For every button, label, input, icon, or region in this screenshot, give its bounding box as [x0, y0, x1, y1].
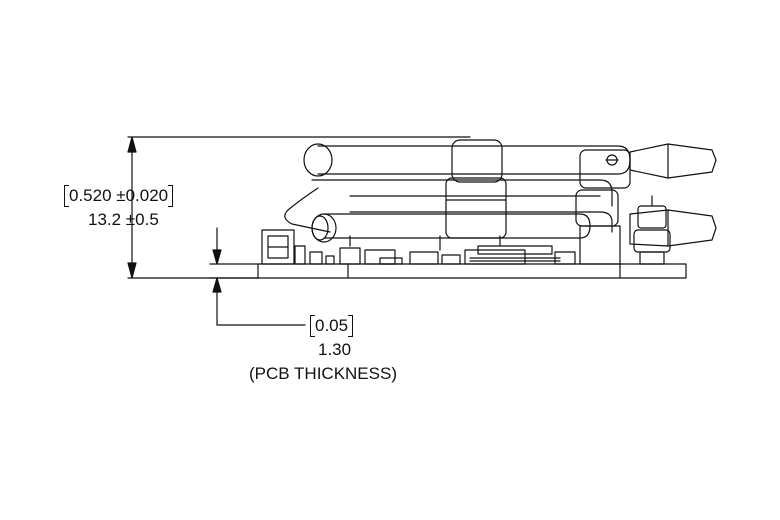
pcb-inch-label: 0.05	[310, 315, 354, 337]
height-mm-label: 13.2 ±0.5	[88, 210, 159, 230]
height-inch-text: 0.520 ±0.020	[69, 186, 169, 205]
height-inch-label: 0.520 ±0.020	[64, 185, 174, 207]
cooling-tubes	[284, 143, 631, 251]
pcb-note-label: (PCB THICKNESS)	[249, 364, 397, 384]
pcb-mm-label: 1.30	[318, 340, 351, 360]
pcb-inch-text: 0.05	[315, 316, 349, 335]
height-inch-bracket: 0.520 ±0.020	[64, 185, 174, 207]
tube-clamp	[445, 139, 507, 239]
pcb-thickness-dimension	[209, 227, 306, 326]
height-mm-text: 13.2 ±0.5	[88, 210, 159, 229]
pcb-note-text: (PCB THICKNESS)	[249, 364, 397, 383]
pcb-mm-text: 1.30	[318, 340, 352, 359]
left-connector	[261, 229, 306, 265]
pcb-board	[257, 263, 687, 279]
pcb-inch-bracket: 0.05	[310, 315, 354, 337]
height-dimension	[127, 136, 471, 279]
pcb-components	[309, 245, 576, 265]
right-fittings	[575, 143, 717, 265]
